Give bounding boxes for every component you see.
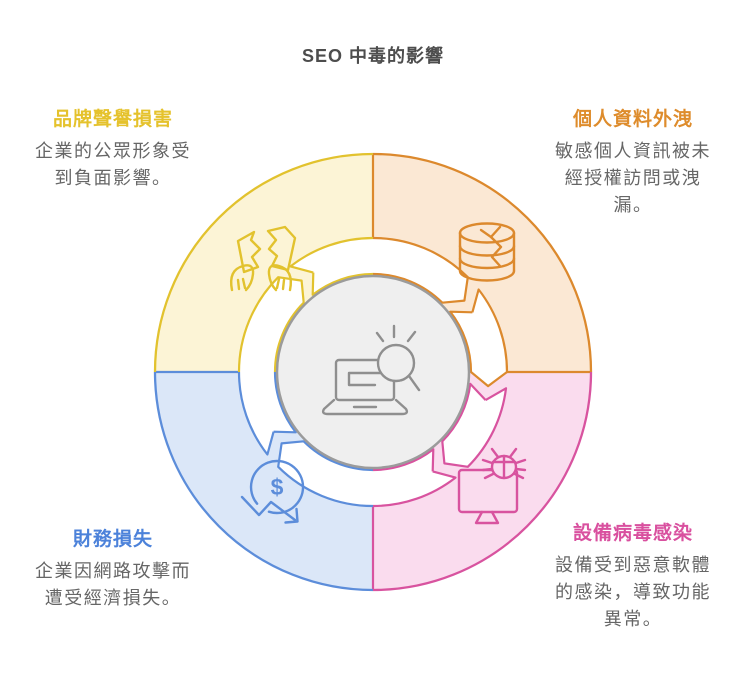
torn-paper-hands-icon: [229, 225, 297, 292]
section-description: 企業因網路攻擊而 遭受經濟損失。: [35, 561, 191, 608]
cycle-arrow: [290, 237, 468, 303]
cycle-arrow: [278, 441, 456, 507]
cycle-arrow: [442, 383, 506, 467]
section-description: 敏感個人資訊被未 經授權訪問或洩 漏。: [555, 141, 711, 215]
section-heading: 財務損失: [72, 529, 153, 550]
laptop-search-icon: [321, 324, 421, 416]
section-heading: 品牌聲譽損害: [52, 109, 173, 130]
section-description: 企業的公眾形象受 到負面影響。: [35, 141, 191, 188]
cycle-arrow-outline: [441, 382, 508, 468]
section-description: 設備受到惡意軟體 的感染，導致功能 異常。: [555, 555, 711, 629]
section-data-leak: 個人資料外洩 敏感個人資訊被未 經授權訪問或洩 漏。: [528, 104, 738, 219]
cycle-ring: [153, 152, 593, 592]
dollar-decline-icon: $: [240, 459, 305, 524]
cycle-arrow: [238, 277, 304, 455]
cycle-arrow-outline: [289, 236, 374, 296]
section-brand-reputation: 品牌聲譽損害 企業的公眾形象受 到負面影響。: [8, 104, 218, 192]
outer-arc: [153, 371, 374, 592]
page-title: SEO 中毒的影響: [301, 46, 444, 66]
computer-bug-icon: [457, 447, 527, 525]
cycle-arrow-outline: [237, 371, 297, 456]
outer-arc: [153, 152, 374, 373]
dollar-glyph: $: [271, 474, 284, 500]
section-heading: 設備病毒感染: [572, 523, 693, 544]
cycle-arrow-outline: [277, 440, 374, 508]
section-financial-loss: 財務損失 企業因網路攻擊而 遭受經濟損失。: [8, 524, 218, 612]
section-heading: 個人資料外洩: [572, 109, 693, 130]
cycle-arrow-outline: [449, 288, 509, 388]
outer-arc: [372, 371, 593, 592]
section-virus-infection: 設備病毒感染 設備受到惡意軟體 的感染，導致功能 異常。: [528, 518, 738, 633]
cycle-arrow-outline: [372, 236, 469, 304]
cracked-database-icon: [458, 222, 516, 282]
cycle-arrow-outline: [372, 448, 457, 508]
outer-arc: [372, 152, 593, 373]
